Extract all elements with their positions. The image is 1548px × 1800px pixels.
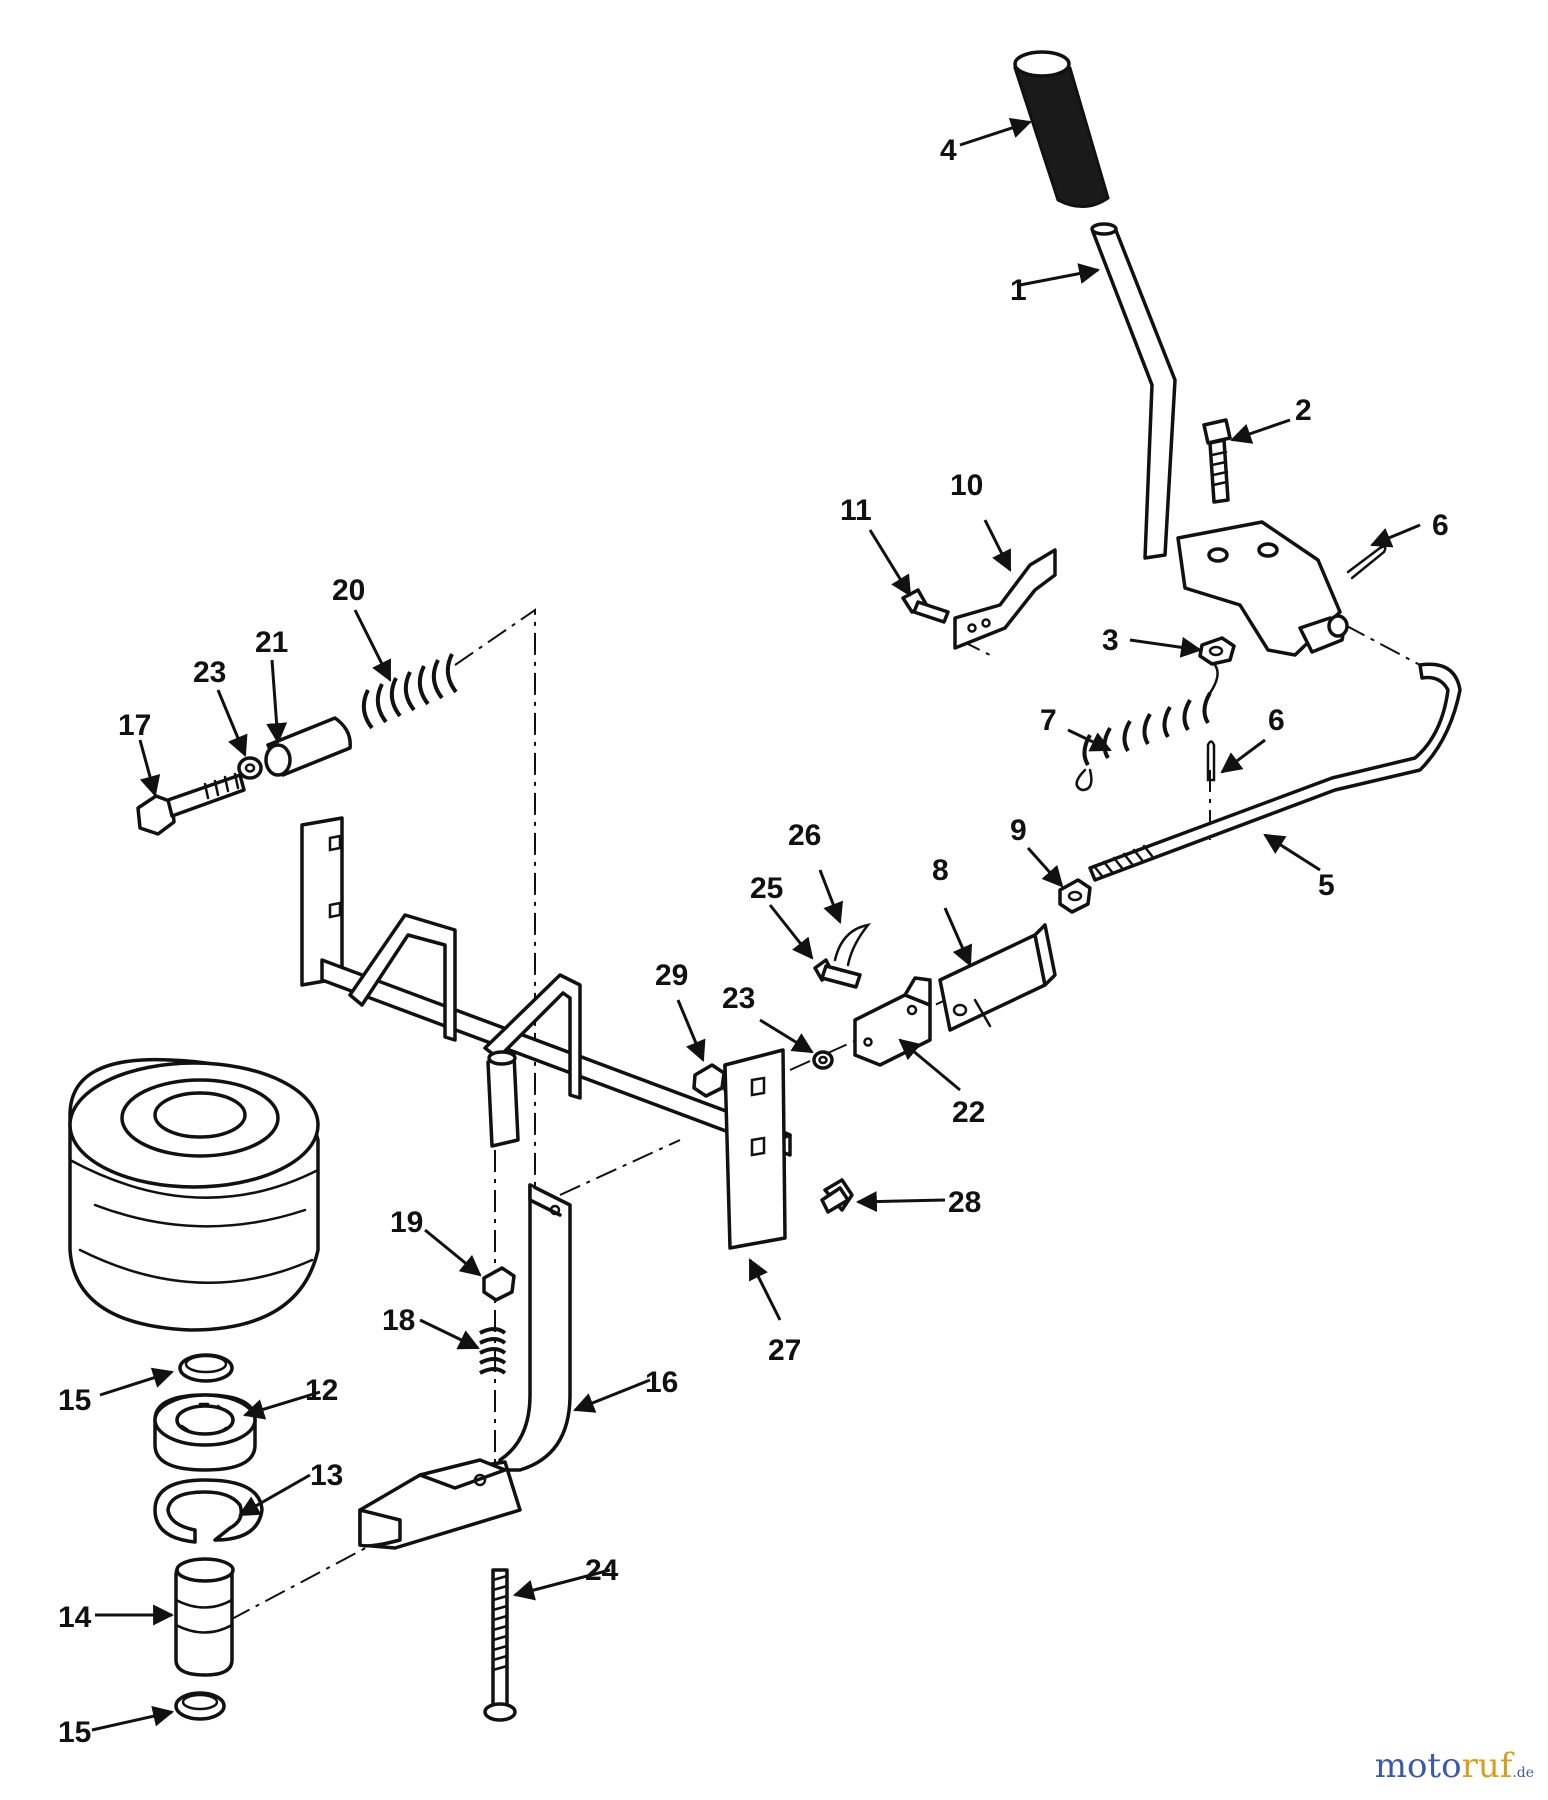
- part-22-clevis: [853, 976, 932, 1067]
- callout-10: 10: [950, 469, 983, 502]
- callout-17: 17: [118, 709, 151, 742]
- part-29-nut: [692, 1063, 726, 1098]
- callout-18: 18: [382, 1304, 415, 1337]
- part-17-bolt: [136, 772, 246, 836]
- callout-15-upper: 15: [58, 1384, 91, 1417]
- part-19-nut: [482, 1266, 516, 1302]
- callout-26: 26: [788, 819, 821, 852]
- part-15-snap-ring-upper: [178, 1353, 234, 1383]
- part-7-extension-spring: [1075, 663, 1219, 792]
- part-24-long-bolt: [483, 1568, 517, 1722]
- callout-8: 8: [932, 854, 949, 887]
- callout-25: 25: [750, 872, 783, 905]
- callout-3: 3: [1102, 624, 1119, 657]
- callout-23-right: 23: [722, 982, 755, 1015]
- part-21-spacer: [264, 716, 352, 777]
- watermark-logo: motoruf.de: [1375, 1746, 1534, 1786]
- pulley: [68, 1057, 320, 1332]
- callout-27: 27: [768, 1334, 801, 1367]
- callout-19: 19: [390, 1206, 423, 1239]
- part-14-shaft: [174, 1557, 235, 1677]
- part-6-cotter-pin-upper: [1346, 545, 1387, 580]
- assembly-centerlines: [229, 608, 1421, 1621]
- part-8-coupling: [938, 923, 1057, 1032]
- part-23-washer-left: [237, 756, 263, 780]
- part-6-cotter-pin-lower: [1206, 740, 1216, 782]
- callout-9: 9: [1010, 814, 1027, 847]
- part-25-clevis-pin: [813, 958, 862, 989]
- part-16-lower-bracket: [358, 1183, 572, 1550]
- callout-4: 4: [940, 134, 957, 167]
- callout-leaders: [91, 117, 1421, 1732]
- watermark-brand-a: moto: [1374, 1746, 1462, 1786]
- part-26-hairpin-clip: [833, 923, 872, 967]
- callout-22: 22: [952, 1096, 985, 1129]
- callout-15-lower: 15: [58, 1716, 91, 1749]
- callout-labels: 1 2 3 4 5 6 6 7 8 9 10 11 12 13 14 15 15…: [58, 134, 1449, 1749]
- part-10-plate: [953, 548, 1057, 650]
- watermark-suffix: .de: [1512, 1765, 1534, 1781]
- callout-28: 28: [948, 1186, 981, 1219]
- part-28-carriage-bolt: [820, 1178, 854, 1214]
- callout-1: 1: [1010, 274, 1027, 307]
- part-3-nut: [1198, 636, 1236, 666]
- callout-6-upper: 6: [1432, 509, 1449, 542]
- callout-13: 13: [310, 1459, 343, 1492]
- callout-11: 11: [840, 494, 872, 527]
- part-9-nut: [1058, 878, 1092, 914]
- part-27-end-cap: [736, 1237, 780, 1248]
- callout-7: 7: [1040, 704, 1057, 737]
- part-23-washer-right: [812, 1050, 834, 1070]
- part-5-shift-rod: [1088, 662, 1462, 882]
- callout-12: 12: [305, 1374, 338, 1407]
- part-18-compression-spring: [479, 1327, 507, 1375]
- part-2-bolt: [1202, 418, 1232, 504]
- callout-23-left: 23: [193, 656, 226, 689]
- lever-bracket: [1176, 520, 1349, 657]
- callout-29: 29: [655, 959, 688, 992]
- callout-24: 24: [585, 1554, 619, 1587]
- callout-21: 21: [255, 626, 288, 659]
- callout-6-lower: 6: [1268, 704, 1285, 737]
- callout-14: 14: [58, 1601, 92, 1634]
- part-4-grip: [1013, 50, 1110, 208]
- part-1-shift-lever: [1090, 222, 1177, 560]
- watermark-brand-b: ruf: [1461, 1746, 1513, 1786]
- support-frame: [300, 816, 792, 1250]
- part-15-snap-ring-lower: [174, 1691, 226, 1721]
- callout-20: 20: [332, 574, 365, 607]
- callout-2: 2: [1295, 394, 1312, 427]
- part-12-bearing: [153, 1393, 257, 1472]
- part-20-spring: [361, 653, 458, 730]
- callout-16: 16: [645, 1366, 678, 1399]
- callout-5: 5: [1318, 869, 1335, 902]
